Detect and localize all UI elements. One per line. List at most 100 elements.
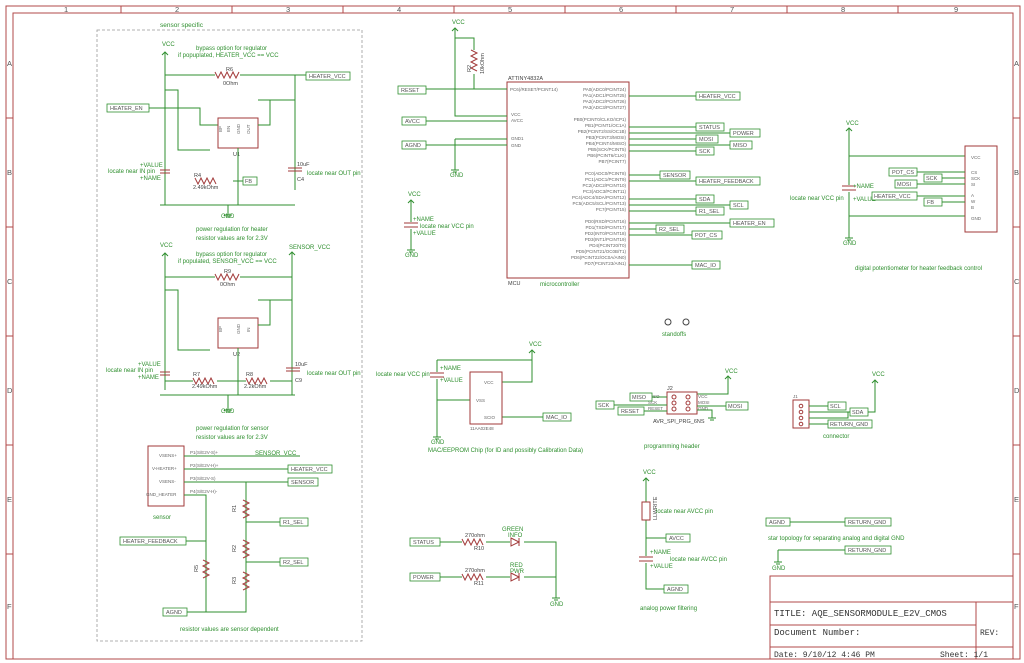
heater-power-label: power regulation for heater [196,227,268,233]
u1-regulator [217,117,259,149]
vcc-label-hdr: VCC [725,369,738,375]
value-note-1: +VALUE [140,163,163,169]
digipot-label: digital potentiometer for heater feedbac… [855,266,982,272]
mcu-pin-right-10: PB6(PCINT6/CLKI) [587,153,626,158]
vcc-label-1: VCC [162,42,175,48]
svg-text:R2: R2 [232,545,238,552]
u2-name: U2 [233,352,240,358]
near-in-note-2: locate near IN pin [106,368,153,374]
scl-net-conn: SCL [830,404,841,410]
pot-pin-1: CS [971,170,977,175]
near-vcc-note-pot: locate near VCC pin [790,196,844,202]
l1-name: LLWRITE [653,496,659,520]
sck-flag [695,146,715,156]
mcu-pin-right-15: PC3(ADC3/PCINT11) [583,189,627,194]
vcc-label-2: VCC [160,243,173,249]
digipot-chip [964,145,998,233]
agnd-net-star: AGND [769,520,785,526]
mcu-pin-right-6: PB2(PCINT2/SS/OC1B) [578,129,627,134]
name-note-2: +NAME [138,375,159,381]
connector-label: connector [823,434,849,440]
pot-cs-net: POT_CS [892,170,914,176]
sensor-flag [287,477,319,487]
mosi-flag [695,134,719,144]
mcu-right-pins: PA0(ADC0/PCINT24)PA1(ADC1/PCINT25)PA2(AD… [571,87,627,266]
bypass2-b: if populated, SENSOR_VCC == VCC [178,259,277,265]
sensor-regulator-block: VCC bypass option for regulator if popul… [106,243,361,441]
fb-net-pot: FB [927,200,934,206]
value-note-pot: +VALUE [853,197,876,203]
analog-filter-block: VCC LLWRITE locate near AVCC pin AVCC +N… [639,470,727,612]
mcu-pin-left-2: AVCC [511,118,524,123]
eeprom-block: VCC +NAME locate near VCC pin +VALUE VCC… [376,342,583,454]
hdr-pin-1: SCK [648,400,657,405]
prog-header-label: programming header [644,444,700,450]
status-led-block: STATUS 270ohm R10 GREEN INFO POWER 270oh… [409,527,564,608]
sensor-pin-3: VSENS- [159,479,176,484]
led-green-label: GREEN [502,527,523,533]
mcu-pin-right-22: PD3(INT1/PCINT19) [585,237,627,242]
mcu-pin-right-13: PC1(ADC1/PCINT9) [585,177,627,182]
title-text: TITLE: AQE_SENSORMODULE_E2V_CMOS [774,609,947,619]
sensor-specific-region [96,29,363,642]
sensor-net-1: P1(S/E2V-S)+ [190,450,219,455]
name-note-filter: +NAME [650,550,671,556]
mcu-pin-right-26: PD7(PCINT23/AIN1) [584,261,626,266]
analog-filter-label: analog power filtering [640,606,697,612]
eeprom-part: 11AA02E48 [470,426,494,431]
return-gnd-net-star-2: RETURN_GND [848,548,886,554]
grid-row-f-right: F [1014,602,1019,611]
grid-row-a: A [7,59,12,68]
status-net: STATUS [699,125,720,131]
sck-net-hdr: SCK [598,403,610,409]
r7-name: R7 [193,372,200,378]
heater-regulator-block: VCC bypass option for regulator if popup… [106,42,361,242]
pot-pin-2: SCK [971,176,980,181]
led-red-label-2: PWR [510,569,525,575]
svg-text:R1: R1 [232,505,238,512]
mcu-pin-right-4: PB0(PCINT0/CLKO/ICP1) [574,117,627,122]
grid-row-e: E [7,495,12,504]
svg-text:OUT: OUT [246,124,251,134]
heater-vcc-flag-2 [287,464,333,474]
svg-text:R3: R3 [232,577,238,584]
svg-text:IN: IN [246,328,251,333]
pot-pin-7: GND [971,216,982,221]
mcu-pin-right-20: PD1(TXD/PCINT17) [585,225,626,230]
r2-sel-net: R2_SEL [283,560,304,566]
heater-power-label-2: resistor values are for 2.3V [196,236,268,242]
r2-sel-net-mcu: R2_SEL [659,227,680,233]
gnd-label-mcu: GND [450,173,464,179]
mcu-pin-right-8: PB4(PCINT4/MISO) [586,141,627,146]
mcu-pin-right-16: PC4(ADC4/SDA/PCINT12) [572,195,627,200]
standoffs-block: standoffs [662,318,690,338]
grid-row-c-right: C [1014,277,1020,286]
mcu-pin-right-9: PB5(SCK/PCINT5) [588,147,627,152]
r4-name: R4 [194,173,201,179]
rev-text: REV: [980,629,999,638]
sensor-flag-mcu [659,170,691,180]
grid-col-5: 5 [508,5,512,14]
r10-value: 270ohm [465,533,485,539]
mosi-net-hdr: MOSI [728,404,743,410]
grid-col-3: 3 [286,5,290,14]
svg-text:BP: BP [218,326,223,332]
mcu-pin-right-3: PA3(ADC3/PCINT27) [583,105,626,110]
connector-block: J1 VCC SCL SDA RETURN_GND connector [792,372,885,440]
c9-value: 10uF [295,362,308,368]
microcontroller-block: VCC R2 10kOhm ATTINY4832A MCU RESET PC6(… [397,20,775,288]
mosi-net-pot: MOSI [897,182,912,188]
r2-sel-flag-mcu [655,224,685,234]
heater-vcc-net-2: HEATER_VCC [291,467,328,473]
star-label: star topology for separating analog and … [768,536,905,542]
eeprom-pin-1: VSS [476,398,485,403]
reset-net-hdr: RESET [621,409,640,415]
grid-row-d: D [7,386,13,395]
grid-row-f: F [7,602,12,611]
near-vcc-note-cap: locate near VCC pin [420,224,474,230]
r6-value: 0Ohm [223,81,238,87]
vcc-label-conn: VCC [872,372,885,378]
r2-value: 10kOhm [480,53,486,74]
led-red-label: RED [510,563,523,569]
agnd-net-filter: AGND [667,587,683,593]
